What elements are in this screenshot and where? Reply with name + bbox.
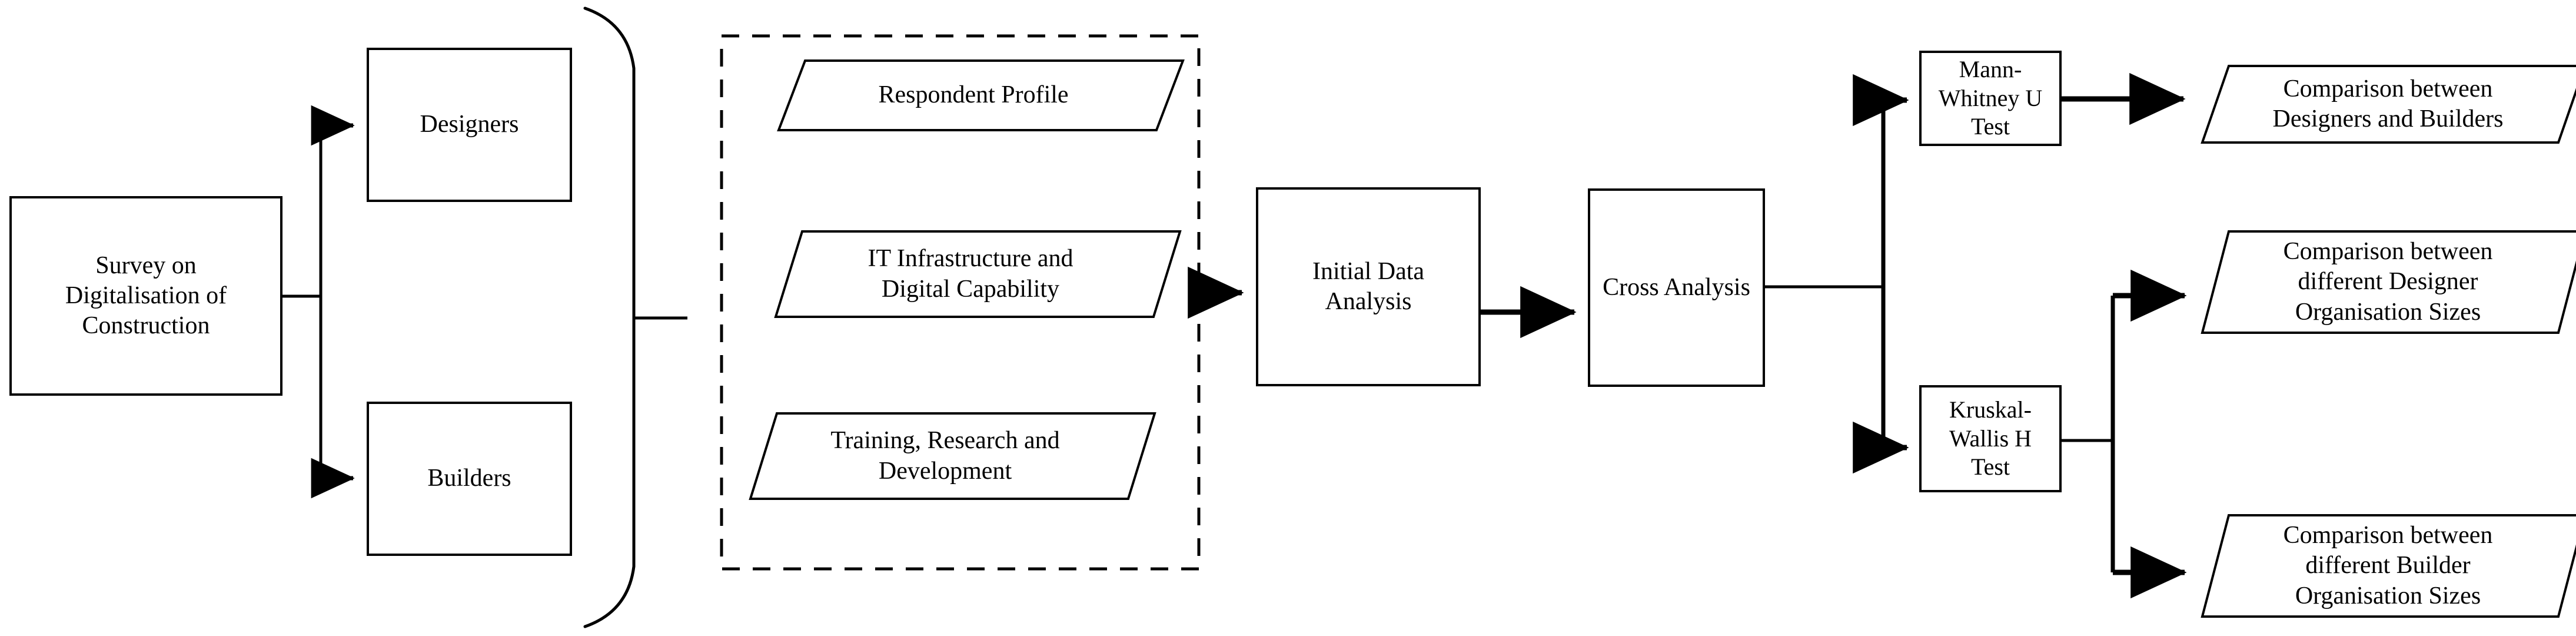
respondent-profile-shape[interactable] <box>777 59 1185 131</box>
cmp-designer-sizes-shape[interactable] <box>2201 230 2576 334</box>
cmp-designers-builders-shape[interactable] <box>2201 65 2576 144</box>
mann-whitney-box[interactable] <box>1919 51 2062 146</box>
cmp-builder-sizes-shape[interactable] <box>2201 514 2576 618</box>
training-research-shape[interactable] <box>749 412 1156 500</box>
initial-data-analysis-box[interactable] <box>1256 187 1481 386</box>
cross-analysis-box[interactable] <box>1588 188 1765 387</box>
kruskal-wallis-box[interactable] <box>1919 385 2062 492</box>
builders-box[interactable] <box>367 402 572 556</box>
designers-box[interactable] <box>367 48 572 202</box>
it-infrastructure-shape[interactable] <box>774 230 1182 318</box>
right-brace <box>583 6 636 628</box>
survey-box[interactable] <box>9 196 282 396</box>
